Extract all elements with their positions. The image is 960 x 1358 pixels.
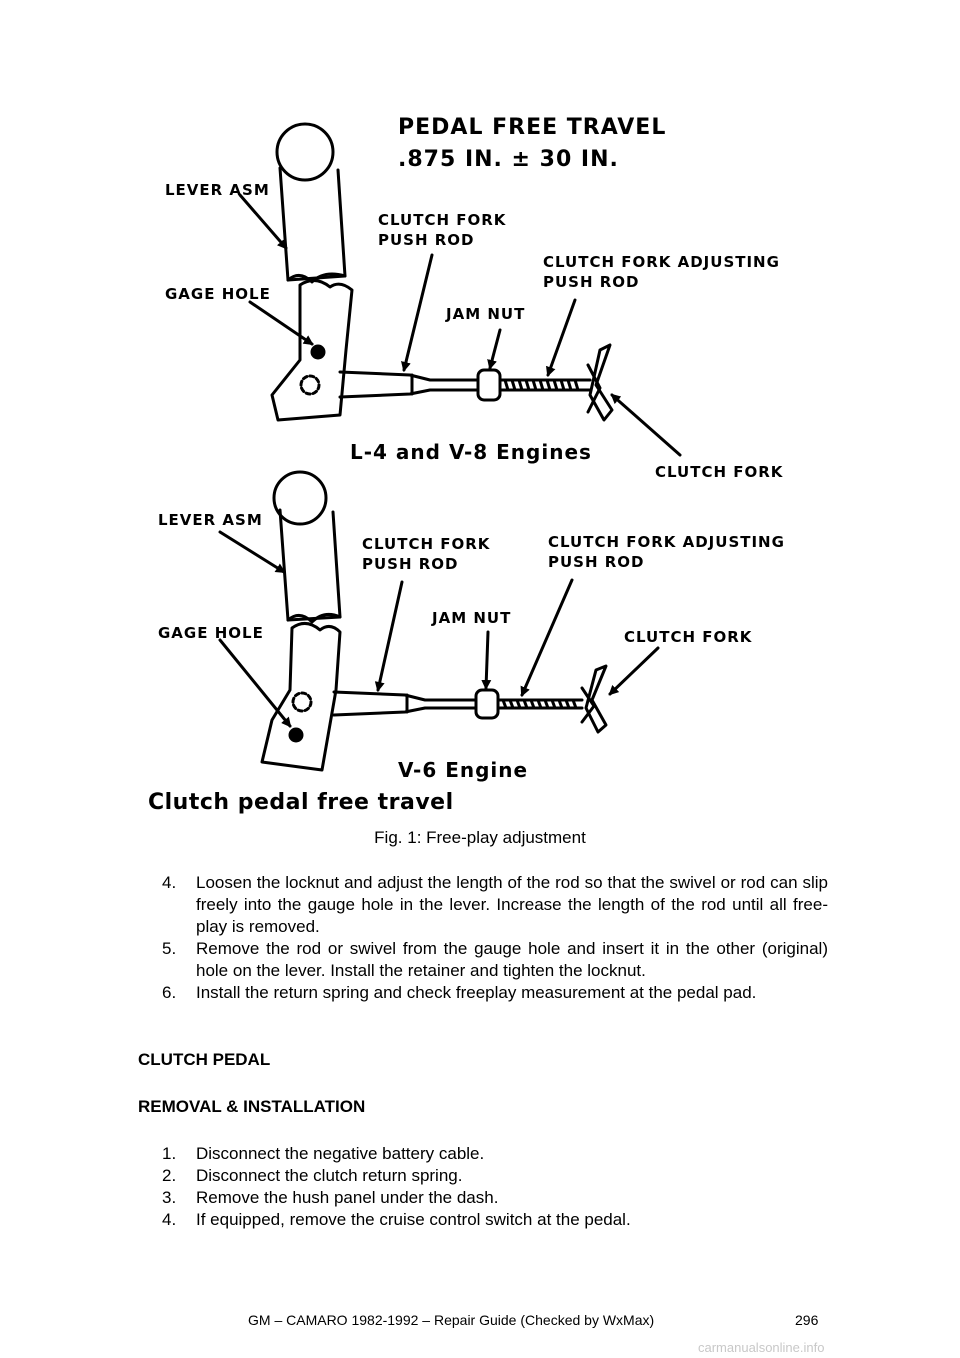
push-rod-label-top-1: CLUTCH FORK <box>378 211 507 229</box>
footer-title: GM – CAMARO 1982-1992 – Repair Guide (Ch… <box>248 1312 655 1328</box>
steps-list-a: 4.Loosen the locknut and adjust the leng… <box>162 872 828 1004</box>
pedal-free-travel-label: PEDAL FREE TRAVEL <box>398 115 667 140</box>
section-heading: CLUTCH PEDAL <box>138 1050 271 1069</box>
adjusting-rod-label-top-1: CLUTCH FORK ADJUSTING <box>543 253 780 271</box>
jam-nut-label-top: JAM NUT <box>446 305 526 323</box>
engine-label-bottom: V-6 Engine <box>398 758 529 782</box>
push-rod-label-top-2: PUSH ROD <box>378 231 475 249</box>
push-rod-label-bottom-2: PUSH ROD <box>362 555 459 573</box>
engine-label-top: L-4 and V-8 Engines <box>350 440 592 464</box>
figure-title: Clutch pedal free travel <box>148 790 454 815</box>
steps-list-b: 1.Disconnect the negative battery cable.… <box>162 1143 828 1231</box>
list-item: 4.If equipped, remove the cruise control… <box>162 1210 631 1229</box>
lever-asm-label-bottom: LEVER ASM <box>158 511 263 529</box>
page-number: 296 <box>795 1312 819 1328</box>
free-travel-spec: .875 IN. ± 30 IN. <box>398 147 619 172</box>
watermark: carmanualsonline.info <box>698 1340 825 1355</box>
push-rod-label-bottom-1: CLUTCH FORK <box>362 535 491 553</box>
list-item: 5.Remove the rod or swivel from the gaug… <box>162 939 828 980</box>
list-item: 1.Disconnect the negative battery cable. <box>162 1144 485 1163</box>
gage-hole-label-bottom: GAGE HOLE <box>158 624 264 642</box>
lever-asm-label-top: LEVER ASM <box>165 181 270 199</box>
list-item: 2.Disconnect the clutch return spring. <box>162 1166 463 1185</box>
list-item: 6.Install the return spring and check fr… <box>162 983 757 1002</box>
list-item: 3.Remove the hush panel under the dash. <box>162 1188 499 1207</box>
clutch-fork-label-top: CLUTCH FORK <box>655 463 784 481</box>
adjusting-rod-label-top-2: PUSH ROD <box>543 273 640 291</box>
gage-hole-label-top: GAGE HOLE <box>165 285 271 303</box>
subsection-heading: REMOVAL & INSTALLATION <box>138 1097 366 1116</box>
clutch-fork-label-bottom: CLUTCH FORK <box>624 628 753 646</box>
list-item: 4.Loosen the locknut and adjust the leng… <box>162 873 828 936</box>
adjusting-rod-label-bottom-2: PUSH ROD <box>548 553 645 571</box>
figure-caption: Fig. 1: Free-play adjustment <box>374 828 586 847</box>
diagram-drawing <box>218 122 682 772</box>
adjusting-rod-label-bottom-1: CLUTCH FORK ADJUSTING <box>548 533 785 551</box>
jam-nut-label-bottom: JAM NUT <box>432 609 512 627</box>
